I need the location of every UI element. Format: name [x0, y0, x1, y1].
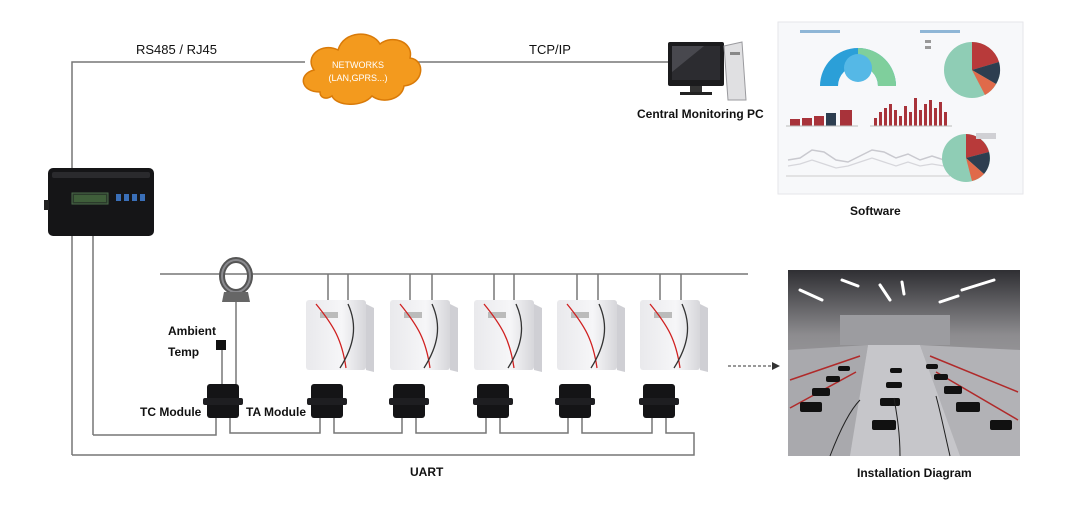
tc-module — [203, 384, 243, 418]
current-sensor-icon — [219, 257, 253, 302]
desktop-pc-icon — [668, 41, 747, 101]
ta-module-4 — [555, 384, 595, 418]
central-pc-label: Central Monitoring PC — [637, 107, 764, 121]
network-cloud: NETWORKS (LAN,GPRS...) — [302, 33, 422, 105]
battery-4 — [557, 300, 625, 372]
rs485-label: RS485 / RJ45 — [136, 42, 217, 57]
battery-3 — [474, 300, 542, 372]
ambient-label-line1: Ambient — [168, 324, 216, 338]
tcpip-label: TCP/IP — [529, 42, 571, 57]
arrow-right-icon — [728, 362, 780, 370]
controller-unit — [44, 168, 154, 236]
bus-wiring — [71, 236, 748, 456]
software-dashboard — [777, 21, 1024, 195]
ambient-temp-sensor — [216, 340, 226, 350]
installation-photo — [788, 270, 1020, 457]
ta-module-5 — [639, 384, 679, 418]
battery-1 — [306, 300, 374, 372]
software-label: Software — [850, 204, 901, 218]
cloud-shape — [302, 33, 422, 105]
tc-module-label: TC Module — [140, 405, 202, 419]
battery-string — [306, 300, 708, 372]
controller-buttons — [116, 194, 145, 201]
ambient-label-line2: Temp — [168, 345, 199, 359]
rs485-link — [71, 61, 668, 168]
uart-label: UART — [410, 465, 444, 479]
battery-5 — [640, 300, 708, 372]
ta-module-label: TA Module — [246, 405, 306, 419]
cloud-line2: (LAN,GPRS...) — [328, 73, 387, 83]
battery-2 — [390, 300, 458, 372]
cloud-line1: NETWORKS — [332, 60, 384, 70]
ta-module-1 — [307, 384, 347, 418]
ta-module-3 — [473, 384, 513, 418]
ta-module-2 — [389, 384, 429, 418]
installation-label: Installation Diagram — [857, 466, 972, 480]
